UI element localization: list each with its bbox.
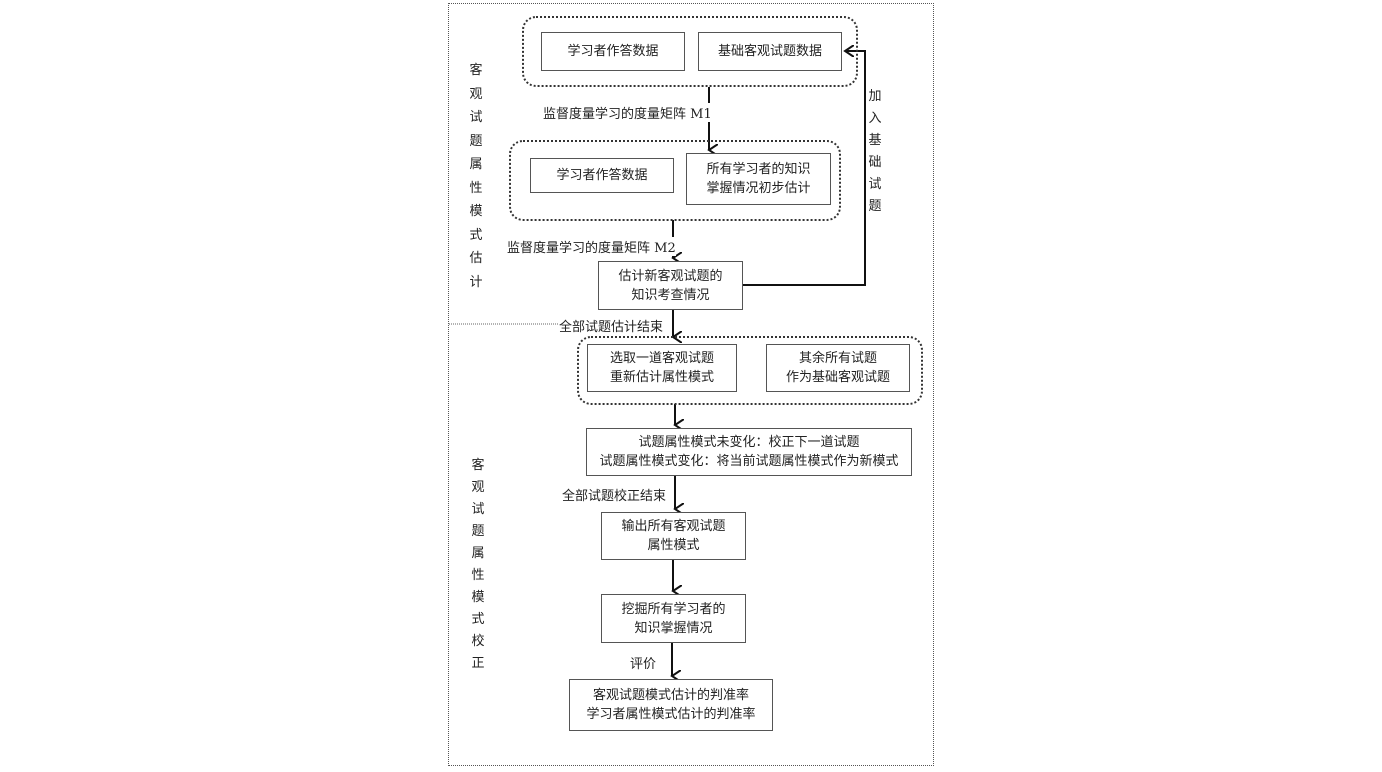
box-learner-responses-1: 学习者作答数据 bbox=[541, 32, 685, 71]
section-label-estimation: 客观试题属性模式估计 bbox=[469, 63, 483, 290]
box-remaining-items: 其余所有试题 作为基础客观试题 bbox=[766, 344, 910, 392]
group-initial-data bbox=[522, 16, 858, 87]
group-initial-estimate bbox=[509, 140, 841, 221]
box-knowledge-initial-estimate: 所有学习者的知识 掌握情况初步估计 bbox=[686, 153, 831, 205]
box-base-items: 基础客观试题数据 bbox=[698, 32, 842, 71]
section-label-correction: 客观试题属性模式校正 bbox=[471, 458, 485, 671]
feedback-label: 加入基础试题 bbox=[868, 89, 882, 214]
edge-label-estimation-done: 全部试题估计结束 bbox=[559, 316, 664, 335]
edge-label-m1: 监督度量学习的度量矩阵 M1 bbox=[543, 103, 712, 122]
box-output-patterns: 输出所有客观试题 属性模式 bbox=[601, 512, 746, 560]
edge-label-correction-done: 全部试题校正结束 bbox=[562, 485, 667, 504]
box-estimate-new-items: 估计新客观试题的 知识考查情况 bbox=[598, 261, 743, 310]
arrow-feedback bbox=[742, 51, 866, 286]
box-learner-responses-2: 学习者作答数据 bbox=[530, 158, 674, 193]
edge-label-evaluate: 评价 bbox=[630, 653, 657, 672]
edge-label-m2: 监督度量学习的度量矩阵 M2 bbox=[507, 237, 676, 256]
box-correction-rule: 试题属性模式未变化：校正下一道试题 试题属性模式变化：将当前试题属性模式作为新模… bbox=[586, 428, 912, 476]
diagram-frame bbox=[448, 3, 934, 766]
box-mine-knowledge: 挖掘所有学习者的 知识掌握情况 bbox=[601, 594, 746, 643]
box-accuracy: 客观试题模式估计的判准率 学习者属性模式估计的判准率 bbox=[569, 679, 773, 731]
group-reselect bbox=[577, 336, 923, 405]
box-select-item: 选取一道客观试题 重新估计属性模式 bbox=[587, 344, 737, 392]
